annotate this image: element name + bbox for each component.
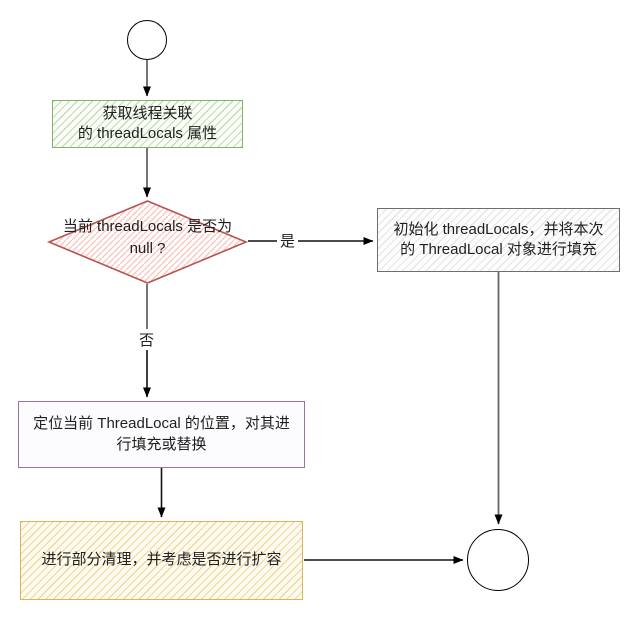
node-get-threadlocals-line1: 获取线程关联 — [102, 104, 193, 122]
node-get-threadlocals-line2: 的 threadLocals 属性 — [77, 125, 218, 142]
decision-diamond — [46, 200, 249, 284]
node-null-check-label: 当前 threadLocals 是否为 null ? — [27, 216, 268, 260]
end-node — [467, 529, 529, 591]
node-locate-fill: 定位当前 ThreadLocal 的位置，对其进 行填充或替换 — [18, 401, 305, 468]
edge-label-no: 否 — [136, 329, 158, 350]
edge-label-yes: 是 — [277, 230, 299, 251]
node-cleanup-expand: 进行部分清理，并考虑是否进行扩容 — [20, 521, 303, 600]
node-cleanup-expand-line1: 进行部分清理，并考虑是否进行扩容 — [41, 551, 282, 569]
node-locate-fill-line1: 定位当前 ThreadLocal 的位置，对其进 — [33, 415, 290, 433]
node-init-threadlocals: 初始化 threadLocals，并将本次 的 ThreadLocal 对象进行… — [377, 208, 620, 272]
node-locate-fill-line2: 行填充或替换 — [116, 435, 207, 453]
start-node — [127, 20, 167, 60]
node-get-threadlocals: 获取线程关联 的 threadLocals 属性 — [52, 100, 243, 148]
node-null-check-line1: 当前 threadLocals 是否为 — [62, 218, 233, 235]
node-null-check-line2: null ? — [129, 239, 166, 257]
node-init-threadlocals-line1: 初始化 threadLocals，并将本次 — [393, 220, 604, 238]
node-init-threadlocals-line2: 的 ThreadLocal 对象进行填充 — [400, 241, 597, 258]
